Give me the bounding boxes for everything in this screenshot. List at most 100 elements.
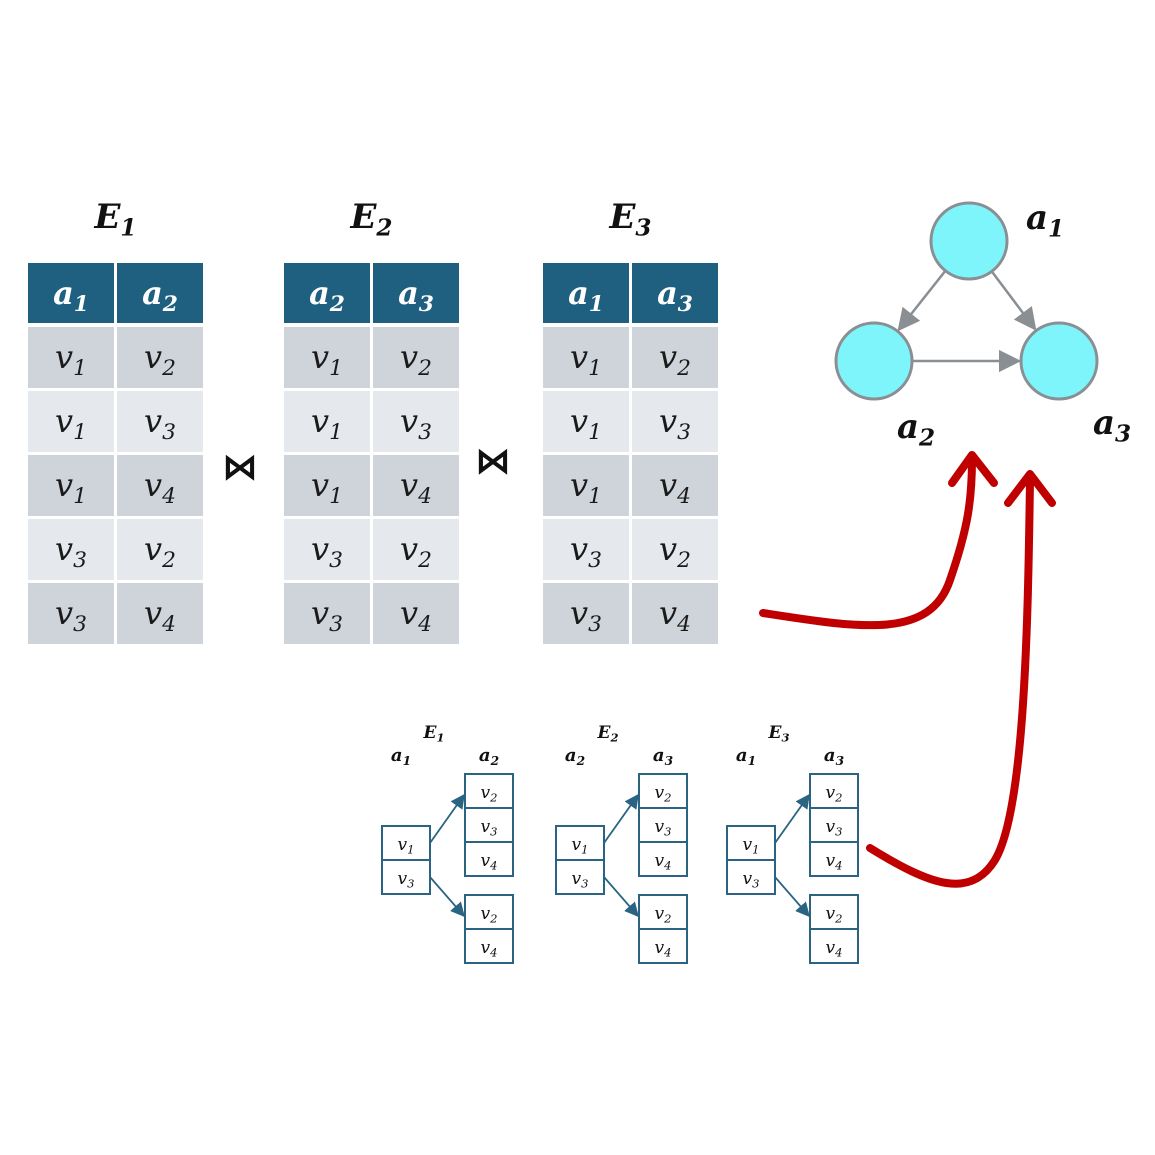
column-header-label-base: a [568, 274, 589, 312]
table-cell-value-base: v [400, 530, 418, 568]
trie-root-value: v3 [572, 869, 589, 891]
table-cell-value: v3 [144, 402, 176, 445]
table-cell-value-subscript: 4 [417, 484, 432, 509]
table-cell-value-subscript: 4 [161, 612, 176, 637]
trie-attr-left: a1 [391, 745, 411, 768]
trie-child-value-base: v [481, 851, 491, 871]
table-cell [373, 583, 459, 644]
table-cell-value-subscript: 2 [417, 356, 432, 381]
trie-child-cell [809, 773, 859, 809]
trie-child-value-base: v [655, 904, 665, 924]
trie-child-value-subscript: 2 [489, 791, 497, 805]
trie-root-value: v3 [398, 869, 415, 891]
graph-node-label-a2-base: a [897, 407, 919, 447]
trie-root-value-base: v [743, 835, 753, 855]
trie-root-value-subscript: 3 [752, 877, 759, 891]
trie-attr-left-base: a [736, 745, 748, 766]
table-cell-value-base: v [311, 466, 329, 504]
trie-child-cell [638, 807, 688, 843]
column-header-label-subscript: 1 [589, 292, 604, 317]
table-cell-value-base: v [659, 466, 677, 504]
table-cell [543, 455, 629, 516]
trie-child-value-base: v [826, 938, 836, 958]
table-cell-value-base: v [55, 338, 73, 376]
table-cell-value-base: v [659, 402, 677, 440]
table-cell [543, 519, 629, 580]
trie-child-cell [809, 807, 859, 843]
table-cell-value-base: v [659, 594, 677, 632]
trie-attr-right-subscript: 3 [836, 754, 845, 768]
column-header-label: a3 [398, 274, 434, 317]
column-header-label-subscript: 3 [419, 292, 434, 317]
table-cell-value-subscript: 1 [329, 356, 343, 381]
table-cell-value-subscript: 1 [588, 420, 602, 445]
trie-pointer [603, 876, 639, 918]
trie-child-cell [638, 894, 688, 930]
trie-root-cell [555, 859, 605, 895]
table-cell-value-subscript: 4 [676, 612, 691, 637]
table-cell [28, 391, 114, 452]
table-cell-value-subscript: 2 [417, 548, 432, 573]
table-cell-value: v3 [55, 530, 87, 573]
trie-child-value-subscript: 3 [490, 825, 497, 839]
trie-child-cell [464, 807, 514, 843]
table-cell [543, 391, 629, 452]
table-cell-value-subscript: 3 [588, 548, 602, 573]
trie-child-cell [464, 894, 514, 930]
column-header [284, 263, 370, 323]
trie-child-value-subscript: 4 [834, 946, 842, 960]
column-header-label-base: a [657, 274, 678, 312]
table-cell-value-subscript: 2 [676, 548, 691, 573]
table-cell-value-subscript: 3 [677, 420, 691, 445]
column-header-label-base: a [398, 274, 419, 312]
table-cell-value-subscript: 3 [73, 548, 87, 573]
table-cell-value: v1 [55, 402, 87, 445]
trie-child-value-base: v [655, 817, 665, 837]
table-cell-value-subscript: 3 [418, 420, 432, 445]
trie-child-value-base: v [655, 938, 665, 958]
table-cell [373, 391, 459, 452]
trie-root-value-subscript: 3 [581, 877, 588, 891]
trie-child-value: v2 [655, 904, 672, 926]
trie-child-value: v3 [655, 817, 672, 839]
table-title: E3 [608, 197, 651, 241]
trie-child-cell [464, 773, 514, 809]
table-cell-value-base: v [400, 338, 418, 376]
table-cell [117, 455, 203, 516]
table-cell-value: v1 [311, 338, 343, 381]
graph-node-label-a3: a3 [1093, 403, 1131, 447]
trie-child-value-base: v [481, 938, 491, 958]
table-title-subscript: 1 [120, 214, 136, 241]
graph-node-a2 [834, 321, 914, 401]
trie-root-value-base: v [398, 835, 408, 855]
table-cell [543, 327, 629, 388]
column-header-label: a2 [142, 274, 178, 317]
trie-child-value-base: v [826, 851, 836, 871]
trie-child-value-base: v [481, 904, 491, 924]
trie-child-value: v4 [655, 851, 672, 873]
trie-child-value-base: v [655, 783, 665, 803]
trie-child-value: v3 [826, 817, 843, 839]
table-cell-value-subscript: 4 [161, 484, 176, 509]
table-cell [284, 327, 370, 388]
table-cell [632, 583, 718, 644]
table-cell-value: v1 [570, 338, 602, 381]
table-cell [373, 455, 459, 516]
trie-root-value-subscript: 1 [752, 843, 759, 857]
table-cell-value: v3 [570, 530, 602, 573]
trie-attr-right: a3 [824, 745, 845, 768]
table-cell-value-base: v [570, 338, 588, 376]
table-cell-value-base: v [144, 466, 162, 504]
table-cell-value-subscript: 1 [73, 356, 87, 381]
table-cell-value-subscript: 1 [73, 484, 87, 509]
trie-root-value: v1 [398, 835, 415, 857]
trie-child-cell [464, 841, 514, 877]
join-symbol-1: ⋈ [222, 447, 258, 488]
column-header-label: a3 [657, 274, 693, 317]
table-cell [117, 391, 203, 452]
column-header-label: a1 [568, 274, 604, 317]
trie-child-value-subscript: 2 [834, 791, 842, 805]
trie-child-value-base: v [826, 817, 836, 837]
